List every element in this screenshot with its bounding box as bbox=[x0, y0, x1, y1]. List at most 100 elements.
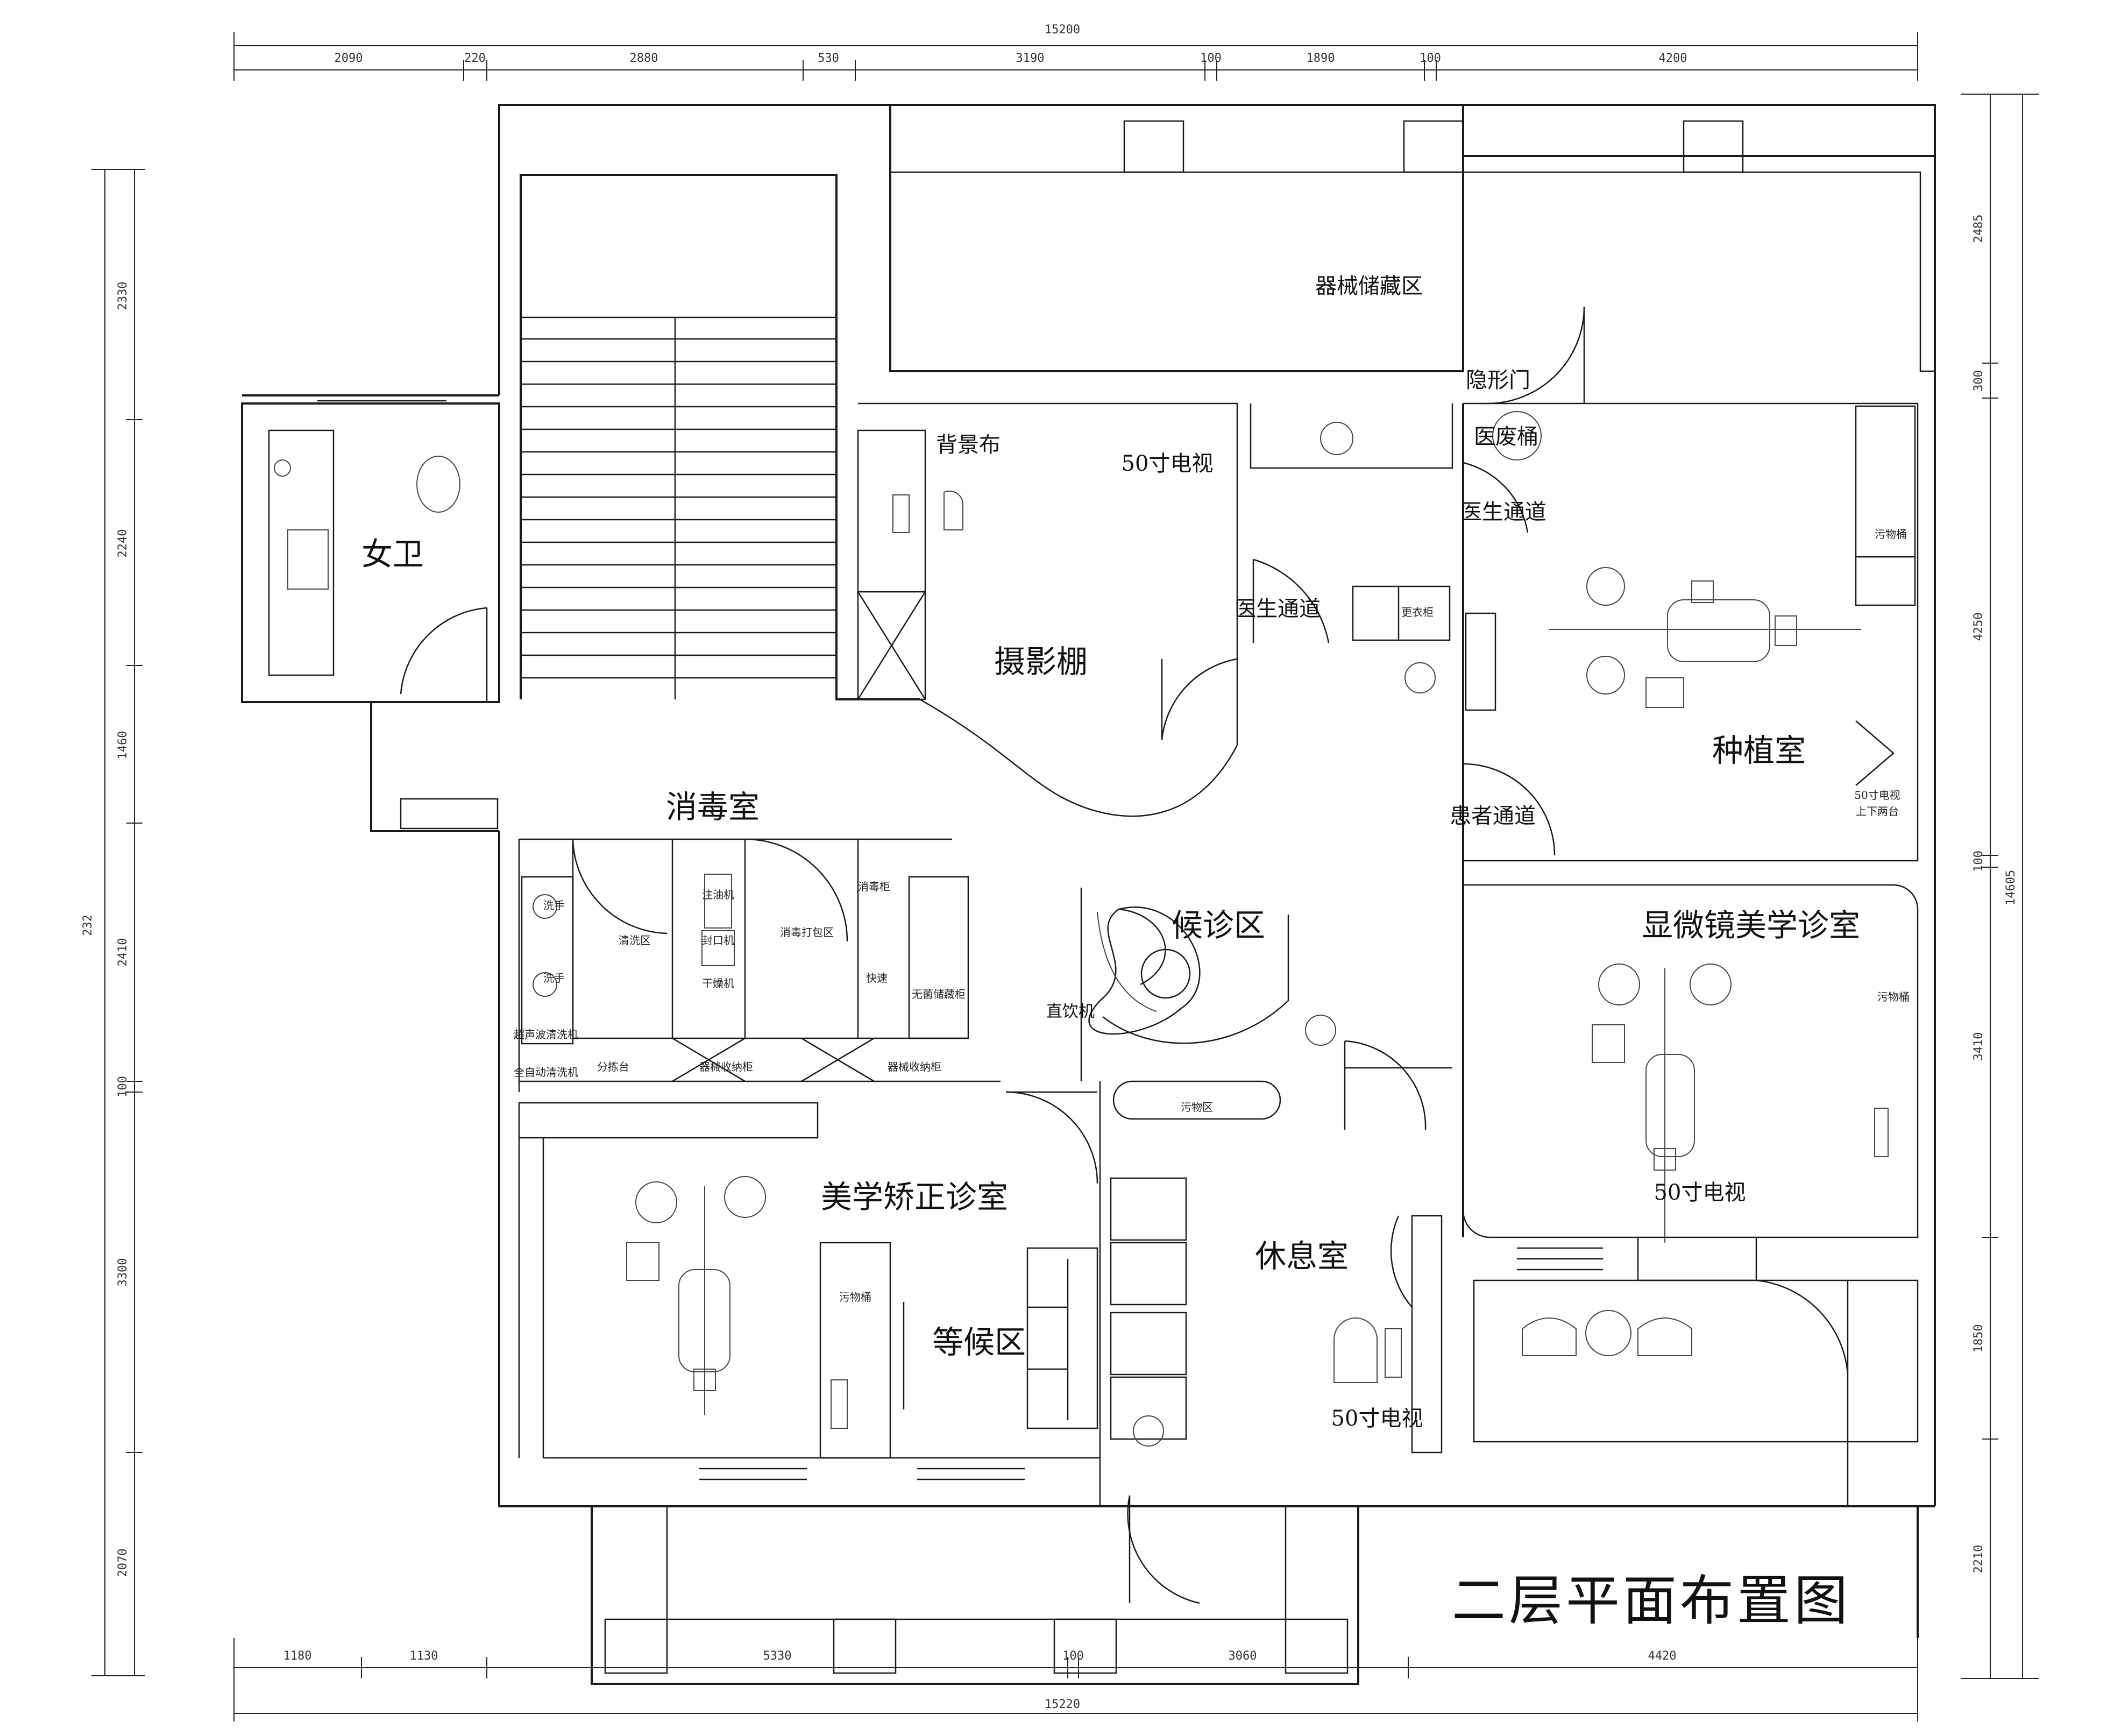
dim-left-1: 2330 bbox=[116, 282, 130, 310]
label-photo-studio: 摄影棚 bbox=[994, 643, 1088, 680]
photo-studio-walls bbox=[835, 402, 1238, 817]
label-dryer: 干燥机 bbox=[702, 977, 734, 990]
ortho-desk bbox=[831, 1379, 848, 1429]
label-patient-passage: 患者通道 bbox=[1450, 804, 1536, 828]
label-wash-area: 清洗区 bbox=[619, 934, 651, 947]
label-pack-area: 消毒打包区 bbox=[780, 926, 834, 939]
dim-right-4: 100 bbox=[1972, 851, 1985, 872]
room-labels: 女卫 器械储藏区 隐形门 医废桶 医生通道 医生通道 种植室 患者通道 50寸电… bbox=[361, 274, 1900, 1431]
dim-right-5: 3410 bbox=[1972, 1032, 1985, 1061]
doctor-passage bbox=[1250, 403, 1453, 643]
label-microscope-room: 显微镜美学诊室 bbox=[1642, 907, 1860, 944]
label-sterile-storage: 器械收纳柜 bbox=[888, 1060, 941, 1073]
ortho-chair bbox=[626, 1176, 766, 1415]
dim-right-2: 300 bbox=[1972, 370, 1985, 392]
dim-left-7: 2070 bbox=[116, 1549, 130, 1577]
label-doctor-passage-1: 医生通道 bbox=[1460, 500, 1546, 525]
label-lounge: 休息室 bbox=[1255, 1238, 1349, 1274]
label-backdrop: 背景布 bbox=[936, 433, 1001, 457]
lounge-desk bbox=[1333, 1317, 1402, 1383]
label-sorting-table: 分拣台 bbox=[597, 1060, 629, 1073]
orthodontic-room-walls bbox=[518, 1091, 1100, 1480]
label-waiting-zone: 等候区 bbox=[932, 1324, 1026, 1361]
label-sink-2: 洗手 bbox=[543, 972, 565, 984]
dim-right-overall: 14605 bbox=[2004, 870, 2018, 905]
label-sterile-cabinet: 无菌储藏柜 bbox=[912, 988, 966, 1001]
implant-chair bbox=[1549, 567, 1861, 708]
label-orthodontic-room: 美学矫正诊室 bbox=[821, 1179, 1008, 1215]
label-changing-cabinet: 更衣柜 bbox=[1401, 606, 1434, 619]
plants bbox=[1133, 662, 1436, 1447]
dim-top-3: 2880 bbox=[630, 52, 658, 65]
dim-top-overall: 15200 bbox=[1045, 23, 1080, 37]
dim-bottom-2: 1130 bbox=[410, 1649, 438, 1663]
label-storage: 器械储藏区 bbox=[1315, 274, 1423, 299]
dim-left-3: 1460 bbox=[116, 731, 130, 760]
dim-top-6: 100 bbox=[1200, 52, 1222, 65]
storage-area bbox=[889, 105, 1935, 405]
dim-top-7: 1890 bbox=[1307, 52, 1335, 65]
label-doctor-passage-2: 医生通道 bbox=[1235, 597, 1321, 621]
dim-top-5: 3190 bbox=[1016, 52, 1045, 65]
dim-top-4: 530 bbox=[818, 52, 839, 65]
label-waiting-area: 候诊区 bbox=[1172, 907, 1265, 944]
label-tv-note-2: 上下两台 bbox=[1856, 805, 1899, 818]
label-tv-lounge: 50寸电视 bbox=[1331, 1406, 1423, 1431]
label-tv-photo: 50寸电视 bbox=[1122, 451, 1214, 476]
label-womens-wc: 女卫 bbox=[361, 536, 424, 572]
micro-desk bbox=[1874, 1108, 1889, 1157]
label-ultrasonic: 超声波清洗机 bbox=[514, 1028, 578, 1041]
waiting-area bbox=[1080, 888, 1452, 1130]
dim-bottom-6: 4420 bbox=[1648, 1649, 1677, 1663]
dim-top-2: 220 bbox=[464, 52, 486, 65]
label-medical-waste: 医废桶 bbox=[1474, 424, 1538, 449]
staircase bbox=[520, 174, 838, 699]
dim-top-9: 4200 bbox=[1659, 52, 1687, 65]
dim-left-6: 3300 bbox=[116, 1258, 130, 1287]
dim-left-overall: 232 bbox=[81, 915, 95, 936]
waste-bin-ortho: 污物桶 bbox=[839, 1291, 871, 1303]
dim-bottom-5: 3060 bbox=[1229, 1649, 1257, 1663]
dim-left-5: 100 bbox=[116, 1076, 130, 1097]
outer-walls bbox=[241, 104, 1936, 1685]
label-oil-machine: 注油机 bbox=[702, 888, 734, 901]
toilet-fixtures bbox=[274, 411, 1542, 590]
label-water-dispenser: 直饮机 bbox=[1046, 1002, 1095, 1021]
label-pack-machine: 封口机 bbox=[702, 934, 734, 947]
photo-desk bbox=[892, 490, 963, 533]
dim-bottom-1: 1180 bbox=[283, 1649, 312, 1663]
dim-right-7: 2210 bbox=[1972, 1545, 1985, 1574]
dim-left-2: 2240 bbox=[116, 529, 130, 558]
label-fast-cooling: 快速 bbox=[866, 972, 888, 984]
implant-room-walls bbox=[1462, 402, 1919, 1237]
disinfection-labels: 清洗区 消毒打包区 消毒柜 无菌储藏柜 注油机 封口机 干燥机 快速 全自动清洗… bbox=[514, 880, 966, 1079]
waste-bin-implant: 污物桶 bbox=[1875, 528, 1907, 541]
label-cabinet: 消毒柜 bbox=[858, 880, 890, 893]
dim-right-1: 2485 bbox=[1972, 215, 1985, 243]
lounge-walls bbox=[1099, 1080, 1443, 1604]
waste-bins: 污物桶 污物桶 污物桶 污物区 bbox=[839, 528, 1910, 1303]
dim-right-6: 1850 bbox=[1972, 1324, 1985, 1353]
dimension-lines: 15200 2090 220 2880 530 3190 100 1890 10… bbox=[81, 23, 2039, 1721]
dim-top-8: 100 bbox=[1420, 52, 1441, 65]
label-hidden-door: 隐形门 bbox=[1466, 368, 1530, 393]
microscope-chair bbox=[1592, 963, 1732, 1243]
dim-bottom-overall: 15220 bbox=[1045, 1698, 1080, 1711]
label-instrument-cabinet: 器械收纳柜 bbox=[699, 1060, 753, 1073]
waste-bin-waiting: 污物区 bbox=[1181, 1101, 1213, 1114]
dim-bottom-3: 5330 bbox=[763, 1649, 792, 1663]
dim-right-3: 4250 bbox=[1972, 613, 1985, 641]
label-auto-washer: 全自动清洗机 bbox=[514, 1066, 578, 1079]
waste-bin-micro: 污物桶 bbox=[1877, 990, 1910, 1003]
label-tv-note: 50寸电视 bbox=[1854, 789, 1900, 802]
label-tv-micro: 50寸电视 bbox=[1654, 1180, 1746, 1205]
dim-left-4: 2410 bbox=[116, 938, 130, 967]
microscope-room-walls bbox=[1462, 884, 1919, 1506]
label-sink-1: 洗手 bbox=[543, 899, 565, 912]
label-implant-room: 种植室 bbox=[1712, 732, 1806, 769]
label-disinfection-room: 消毒室 bbox=[666, 789, 760, 825]
womens-wc-walls bbox=[241, 400, 500, 830]
dim-bottom-4: 100 bbox=[1062, 1649, 1084, 1663]
disinfection-room-walls bbox=[518, 838, 1001, 1092]
